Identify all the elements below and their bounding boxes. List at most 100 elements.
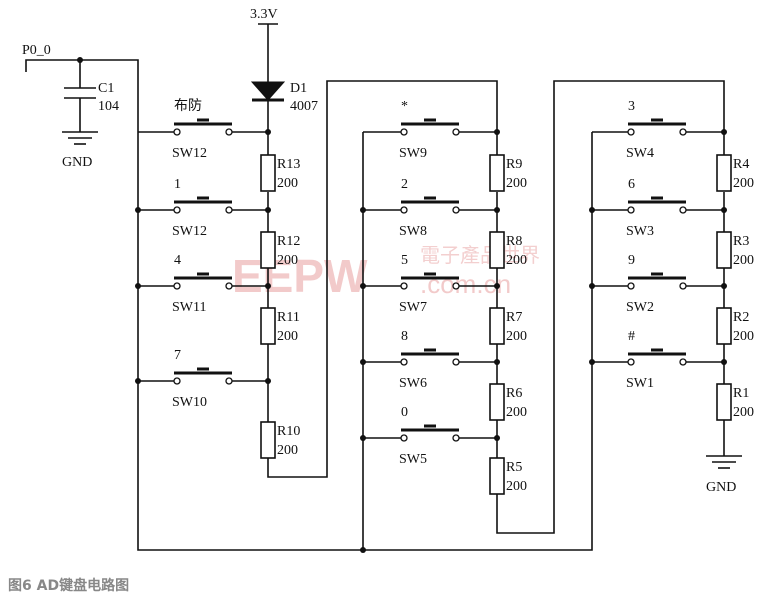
- ground-symbol-left: GND: [62, 131, 98, 170]
- resistor-ref: R5: [506, 460, 522, 475]
- resistors: R13200R12200R11200R10200R9200R8200R7200R…: [260, 154, 754, 495]
- wire-c1-to-c2: [267, 80, 498, 478]
- c1-value: 104: [98, 99, 119, 114]
- resistor-value: 200: [506, 253, 527, 268]
- resistor-value: 200: [277, 443, 298, 458]
- resistor-body: [489, 231, 505, 269]
- vcc-supply: 3.3V: [250, 7, 278, 25]
- resistor-body: [716, 383, 732, 421]
- figure-caption: 图6 AD键盘电路图: [8, 577, 129, 594]
- resistor-value: 200: [506, 405, 527, 420]
- switch-ref: SW8: [399, 224, 427, 239]
- switch-key: *: [401, 99, 408, 114]
- switch-key: 6: [628, 177, 635, 192]
- resistor-ref: R12: [277, 234, 300, 249]
- wires: [25, 24, 725, 551]
- resistor-ref: R7: [506, 310, 522, 325]
- resistor-value: 200: [277, 176, 298, 191]
- watermark-logo: EEPW: [232, 250, 368, 302]
- resistor-value: 200: [506, 176, 527, 191]
- switch-key: 5: [401, 253, 408, 268]
- resistor-ref: R11: [277, 310, 300, 325]
- resistor-ref: R2: [733, 310, 749, 325]
- wire-p0-bus: [25, 59, 363, 551]
- d1-value: 4007: [290, 99, 318, 114]
- resistor-body: [260, 307, 276, 345]
- resistor-value: 200: [733, 405, 754, 420]
- junctions: [77, 57, 727, 553]
- diode-d1: D1 4007: [250, 81, 318, 114]
- resistor-value: 200: [733, 329, 754, 344]
- resistor-body: [489, 154, 505, 192]
- resistor-value: 200: [733, 176, 754, 191]
- switches: 布防SW121SW124SW117SW10*SW92SW85SW78SW60SW…: [172, 98, 687, 467]
- resistor-ref: R9: [506, 157, 522, 172]
- resistor-value: 200: [506, 329, 527, 344]
- switch-key: #: [628, 329, 635, 344]
- d1-ref: D1: [290, 81, 307, 96]
- resistor-ref: R1: [733, 386, 749, 401]
- vcc-label: 3.3V: [250, 7, 278, 22]
- gnd-right-label: GND: [706, 480, 736, 495]
- c1-ref: C1: [98, 81, 114, 96]
- switch-ref: SW3: [626, 224, 654, 239]
- switch-sw9: *SW9: [399, 99, 460, 161]
- resistor-body: [489, 457, 505, 495]
- input-label: P0_0: [22, 43, 51, 58]
- switch-key: 1: [174, 177, 181, 192]
- switch-ref: SW5: [399, 452, 427, 467]
- switch-ref: SW12: [172, 224, 207, 239]
- capacitor-c1: C1 104: [64, 81, 119, 114]
- resistor-ref: R6: [506, 386, 522, 401]
- switch-ref: SW1: [626, 376, 654, 391]
- switch-sw1: # SW1: [626, 329, 687, 391]
- switch-key: 8: [401, 329, 408, 344]
- resistor-value: 200: [277, 329, 298, 344]
- resistor-value: 200: [277, 253, 298, 268]
- gnd-left-label: GND: [62, 155, 92, 170]
- switch-ref: SW12: [172, 146, 207, 161]
- wire-c2-to-c3: [496, 80, 725, 534]
- switch-key: 0: [401, 405, 408, 420]
- ground-symbol-right: GND: [706, 455, 742, 495]
- switch-ref: SW2: [626, 300, 654, 315]
- switch-ref: SW4: [626, 146, 654, 161]
- resistor-body: [716, 307, 732, 345]
- resistor-body: [716, 231, 732, 269]
- resistor-value: 200: [506, 479, 527, 494]
- switch-key: 2: [401, 177, 408, 192]
- resistor-ref: R8: [506, 234, 522, 249]
- switch-ref: SW10: [172, 395, 207, 410]
- switch-sw12: 布防 SW12: [172, 98, 233, 161]
- switch-key: 7: [174, 348, 181, 363]
- resistor-body: [260, 154, 276, 192]
- switch-key: 布防: [174, 98, 202, 114]
- switch-ref: SW11: [172, 300, 206, 315]
- resistor-ref: R3: [733, 234, 749, 249]
- switch-key: 9: [628, 253, 635, 268]
- switch-ref: SW7: [399, 300, 427, 315]
- resistor-ref: R13: [277, 157, 300, 172]
- watermark-cn: 電子產品世界: [420, 243, 540, 267]
- resistor-value: 200: [733, 253, 754, 268]
